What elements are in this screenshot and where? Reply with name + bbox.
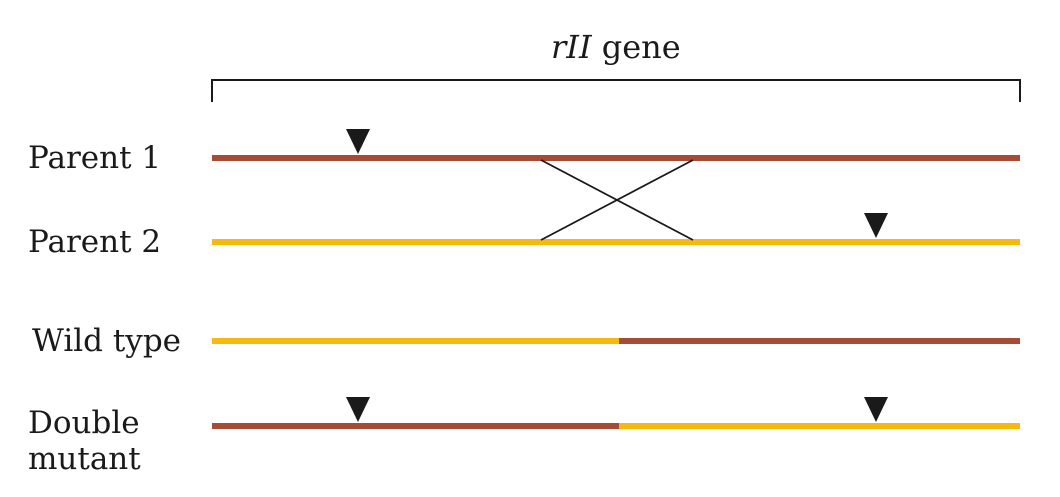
double-mutant-label-line-2: mutant xyxy=(28,441,141,477)
gene-suffix: gene xyxy=(601,28,681,66)
double-mutant-label: Double mutant xyxy=(28,405,141,477)
triangle-down-icon xyxy=(346,397,370,422)
wild-type-label: Wild type xyxy=(32,323,182,359)
triangle-down-icon xyxy=(346,129,370,154)
gene-bracket xyxy=(211,79,1021,102)
gene-name: rII xyxy=(551,28,592,66)
gene-title: rII gene xyxy=(551,28,681,66)
triangle-down-icon xyxy=(864,397,888,422)
parent-1-label: Parent 1 xyxy=(28,140,162,176)
triangle-down-icon xyxy=(864,213,888,238)
parent-2-label: Parent 2 xyxy=(28,224,162,260)
crossover-line-b xyxy=(540,159,694,241)
double-mutant-label-line-1: Double xyxy=(28,405,140,441)
